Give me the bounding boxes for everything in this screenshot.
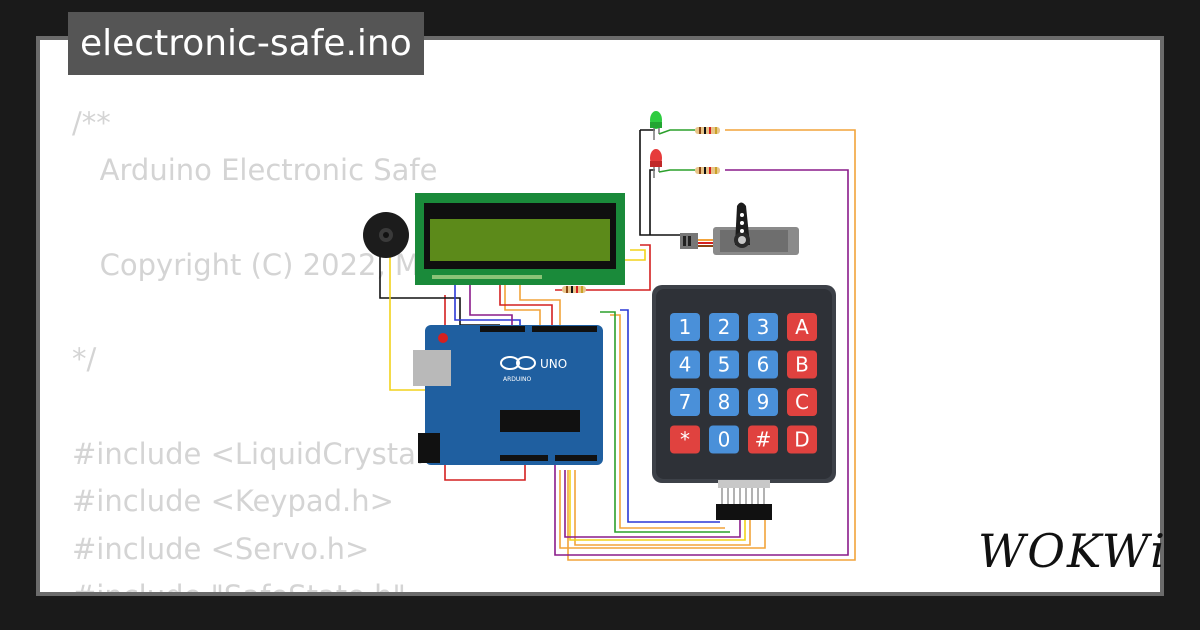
keypad-key-label: # bbox=[755, 428, 772, 452]
keypad-key[interactable]: 2 bbox=[709, 313, 739, 341]
keypad-key-face bbox=[709, 425, 739, 454]
keypad-key[interactable]: C bbox=[787, 388, 817, 416]
wire-black bbox=[639, 129, 680, 236]
keypad-key[interactable]: 1 bbox=[670, 313, 700, 341]
keypad-key-face bbox=[787, 388, 817, 416]
code-line: Copyright (C) 2022, M bbox=[72, 247, 420, 282]
keypad-key[interactable]: D bbox=[787, 425, 817, 454]
keypad-key[interactable]: # bbox=[748, 425, 778, 454]
wire-purple bbox=[564, 470, 741, 538]
keypad-key[interactable]: * bbox=[670, 425, 700, 454]
keypad-key-face bbox=[670, 425, 700, 454]
resistor-icon bbox=[562, 286, 586, 293]
code-line: */ bbox=[72, 342, 97, 377]
keypad-key-label: 7 bbox=[679, 390, 692, 414]
keypad-key-label: 4 bbox=[679, 353, 692, 377]
keypad-key-label: 1 bbox=[679, 315, 692, 339]
board-brand-label: ARDUINO bbox=[503, 376, 532, 383]
lcd-display[interactable] bbox=[415, 193, 625, 285]
keypad-key[interactable]: 5 bbox=[709, 350, 739, 379]
keypad-key-face bbox=[709, 388, 739, 416]
keypad-key[interactable]: B bbox=[787, 350, 817, 379]
keypad-key-label: 8 bbox=[718, 390, 731, 414]
resistor-icon bbox=[695, 167, 720, 174]
wire-yellow bbox=[569, 470, 746, 541]
code-line: Arduino Electronic Safe bbox=[72, 153, 438, 188]
keypad-key-face bbox=[787, 350, 817, 379]
keypad-key-face bbox=[670, 313, 700, 341]
keypad-key-label: B bbox=[795, 353, 809, 377]
keypad-key[interactable]: 3 bbox=[748, 313, 778, 341]
keypad-key-label: C bbox=[795, 390, 809, 414]
arduino-uno-board[interactable]: UNO ARDUINO bbox=[413, 325, 603, 465]
keypad-key[interactable]: 4 bbox=[670, 350, 700, 379]
circuit-diagram: UNO ARDUINO 1 2 3 A 4 5 6 B 7 8 9 C * 0 # D bbox=[363, 111, 856, 561]
code-line: #include <Keypad.h> bbox=[72, 484, 394, 519]
board-model-label: UNO bbox=[540, 357, 567, 371]
keypad-key-face bbox=[709, 313, 739, 341]
keypad-key-label: * bbox=[680, 428, 690, 452]
keypad-key-label: A bbox=[795, 315, 809, 339]
keypad-key[interactable]: 7 bbox=[670, 388, 700, 416]
keypad-key-label: 3 bbox=[757, 315, 770, 339]
keypad-key-face bbox=[787, 313, 817, 341]
wire-orange bbox=[567, 129, 856, 561]
red-led[interactable] bbox=[650, 149, 695, 178]
keypad-key[interactable]: A bbox=[787, 313, 817, 341]
wire-orange bbox=[559, 470, 766, 549]
keypad-key-label: 0 bbox=[718, 428, 731, 452]
keypad-key-label: 2 bbox=[718, 315, 731, 339]
preview-card: /** Arduino Electronic Safe Copyright (C… bbox=[36, 36, 1164, 596]
wokwi-logo: WOKWi bbox=[978, 524, 1167, 578]
keypad-key-label: 6 bbox=[757, 353, 770, 377]
keypad-key-face bbox=[748, 425, 778, 454]
buzzer-icon[interactable] bbox=[363, 212, 409, 258]
wire-purple bbox=[469, 285, 513, 330]
file-name-tab: electronic-safe.ino bbox=[68, 12, 424, 75]
keypad-key-face bbox=[748, 313, 778, 341]
keypad-keys: 1 2 3 A 4 5 6 B 7 8 9 C * 0 # D bbox=[670, 313, 817, 454]
keypad-key-label: 5 bbox=[718, 353, 731, 377]
wire-red bbox=[499, 285, 553, 330]
code-line: /** bbox=[72, 106, 111, 140]
keypad-key[interactable]: 9 bbox=[748, 388, 778, 416]
code-preview: /** Arduino Electronic Safe Copyright (C… bbox=[72, 100, 452, 596]
keypad[interactable]: 1 2 3 A 4 5 6 B 7 8 9 C * 0 # D bbox=[652, 285, 836, 520]
keypad-key[interactable]: 0 bbox=[709, 425, 739, 454]
green-led[interactable] bbox=[650, 111, 695, 140]
code-line: #include <Servo.h> bbox=[72, 531, 370, 566]
keypad-key-label: 9 bbox=[757, 390, 770, 414]
keypad-key-face bbox=[748, 388, 778, 416]
wire-orange bbox=[519, 285, 561, 330]
keypad-key[interactable]: 8 bbox=[709, 388, 739, 416]
keypad-key-label: D bbox=[794, 428, 809, 452]
keypad-key-face bbox=[670, 350, 700, 379]
keypad-key[interactable]: 6 bbox=[748, 350, 778, 379]
keypad-key-face bbox=[748, 350, 778, 379]
resistor-icon bbox=[695, 127, 720, 134]
code-line: #include "SafeState.h" bbox=[72, 578, 406, 596]
arduino-logo-icon bbox=[500, 356, 536, 370]
wire-green bbox=[600, 311, 730, 533]
keypad-key-face bbox=[709, 350, 739, 379]
keypad-key-face bbox=[787, 425, 817, 454]
wire-orange bbox=[574, 470, 751, 546]
code-line: #include <LiquidCrystal.h bbox=[72, 437, 452, 472]
keypad-key-face bbox=[670, 388, 700, 416]
servo-icon[interactable] bbox=[680, 202, 799, 256]
